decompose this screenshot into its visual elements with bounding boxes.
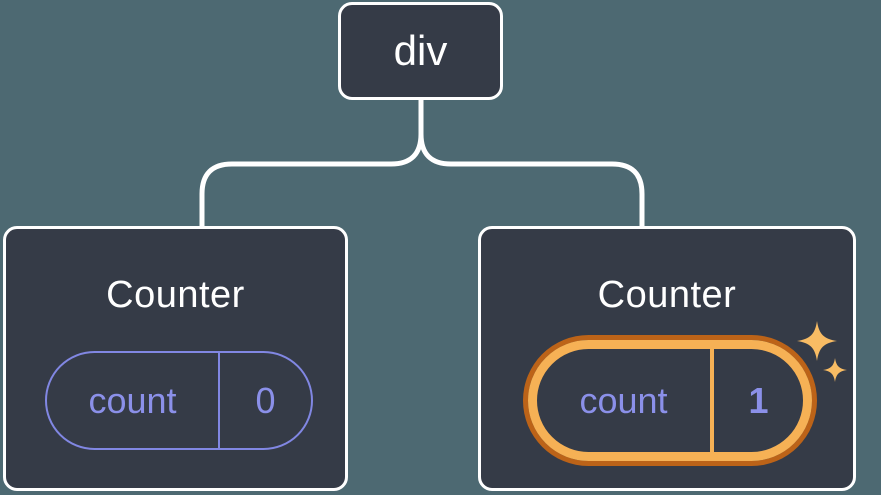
counter-card-left: Counter count 0	[3, 226, 348, 491]
root-node-div: div	[338, 2, 503, 100]
state-key-label: count	[537, 349, 714, 452]
sparkle-icon	[797, 321, 837, 361]
connector-right-branch	[418, 98, 645, 229]
connector-left-branch	[199, 98, 424, 229]
counter-title: Counter	[597, 274, 737, 316]
counter-title: Counter	[106, 274, 245, 316]
state-key-label: count	[47, 353, 220, 448]
root-node-label: div	[393, 27, 448, 74]
sparkle-icon	[823, 358, 847, 382]
counter-card-right: Counter count 1	[478, 226, 856, 491]
state-value: 1	[748, 379, 769, 421]
state-pill-highlighted: count 1	[528, 340, 812, 461]
state-value: 0	[255, 379, 276, 421]
state-pill-plain: count 0	[45, 351, 313, 450]
